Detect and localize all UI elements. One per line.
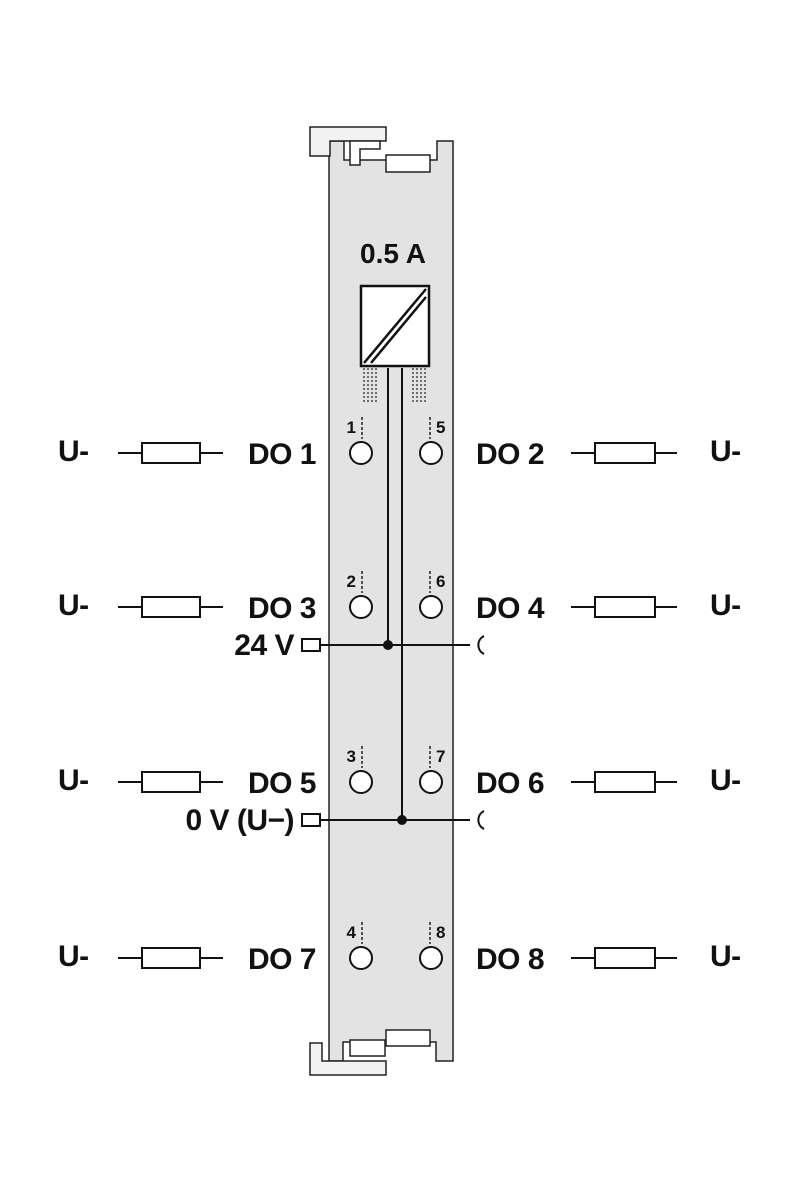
load-return-label: U- [710, 764, 741, 797]
pin-number: 8 [436, 923, 445, 942]
current-rating-label: 0.5 A [360, 238, 426, 269]
channel-name: DO 6 [476, 767, 544, 800]
channel-group: 1 DO 1 U- 5 DO 2 U- 2 DO 3 U- 6 DO 4 U- 3 DO 5 U- 7 DO 6… [58, 417, 741, 976]
pin-number: 4 [347, 923, 357, 942]
channel-name: DO 3 [248, 592, 316, 625]
converter-icon [359, 284, 431, 368]
supply-24v: 24 V [234, 629, 485, 662]
channel-3: 2 DO 3 U- [58, 571, 373, 625]
terminal-1 [349, 441, 373, 465]
load-return-label: U- [710, 589, 741, 622]
channel-name: DO 1 [248, 438, 316, 471]
load-return-label: U- [58, 435, 89, 468]
load-resistor [141, 596, 201, 618]
load-resistor [141, 442, 201, 464]
channel-1: 1 DO 1 U- [58, 417, 373, 471]
pin-number: 6 [436, 572, 445, 591]
terminal-8 [419, 946, 443, 970]
terminal-2 [349, 595, 373, 619]
load-return-label: U- [58, 940, 89, 973]
channel-name: DO 2 [476, 438, 544, 471]
channel-name: DO 5 [248, 767, 316, 800]
channel-name: DO 4 [476, 592, 545, 625]
load-resistor [594, 596, 656, 618]
channel-7: 4 DO 7 U- [58, 922, 373, 976]
channel-2: 5 DO 2 U- [419, 417, 741, 471]
terminal-3 [349, 770, 373, 794]
pin-number: 1 [347, 418, 356, 437]
terminal-4 [349, 946, 373, 970]
supply-24v-label: 24 V [234, 629, 294, 662]
terminal-5 [419, 441, 443, 465]
terminal-6 [419, 595, 443, 619]
load-return-label: U- [710, 435, 741, 468]
load-resistor [594, 771, 656, 793]
load-return-label: U- [710, 940, 741, 973]
load-resistor [141, 947, 201, 969]
load-resistor [141, 771, 201, 793]
internal-bus-lines [363, 368, 426, 402]
channel-name: DO 7 [248, 943, 316, 976]
top-latch [309, 126, 431, 173]
channel-name: DO 8 [476, 943, 544, 976]
load-return-label: U- [58, 589, 89, 622]
load-return-label: U- [58, 764, 89, 797]
channel-4: 6 DO 4 U- [419, 571, 741, 625]
pin-number: 3 [347, 747, 356, 766]
channel-6: 7 DO 6 U- [419, 746, 741, 800]
load-resistor [594, 947, 656, 969]
pin-number: 5 [436, 418, 445, 437]
load-resistor [594, 442, 656, 464]
terminal-7 [419, 770, 443, 794]
supply-0v: 0 V (U−) [185, 804, 485, 837]
pin-number: 2 [347, 572, 356, 591]
supply-0v-label: 0 V (U−) [185, 804, 294, 837]
channel-8: 8 DO 8 U- [419, 922, 741, 976]
channel-5: 3 DO 5 U- [58, 746, 373, 800]
pin-number: 7 [436, 747, 445, 766]
bottom-latch [309, 1029, 431, 1076]
